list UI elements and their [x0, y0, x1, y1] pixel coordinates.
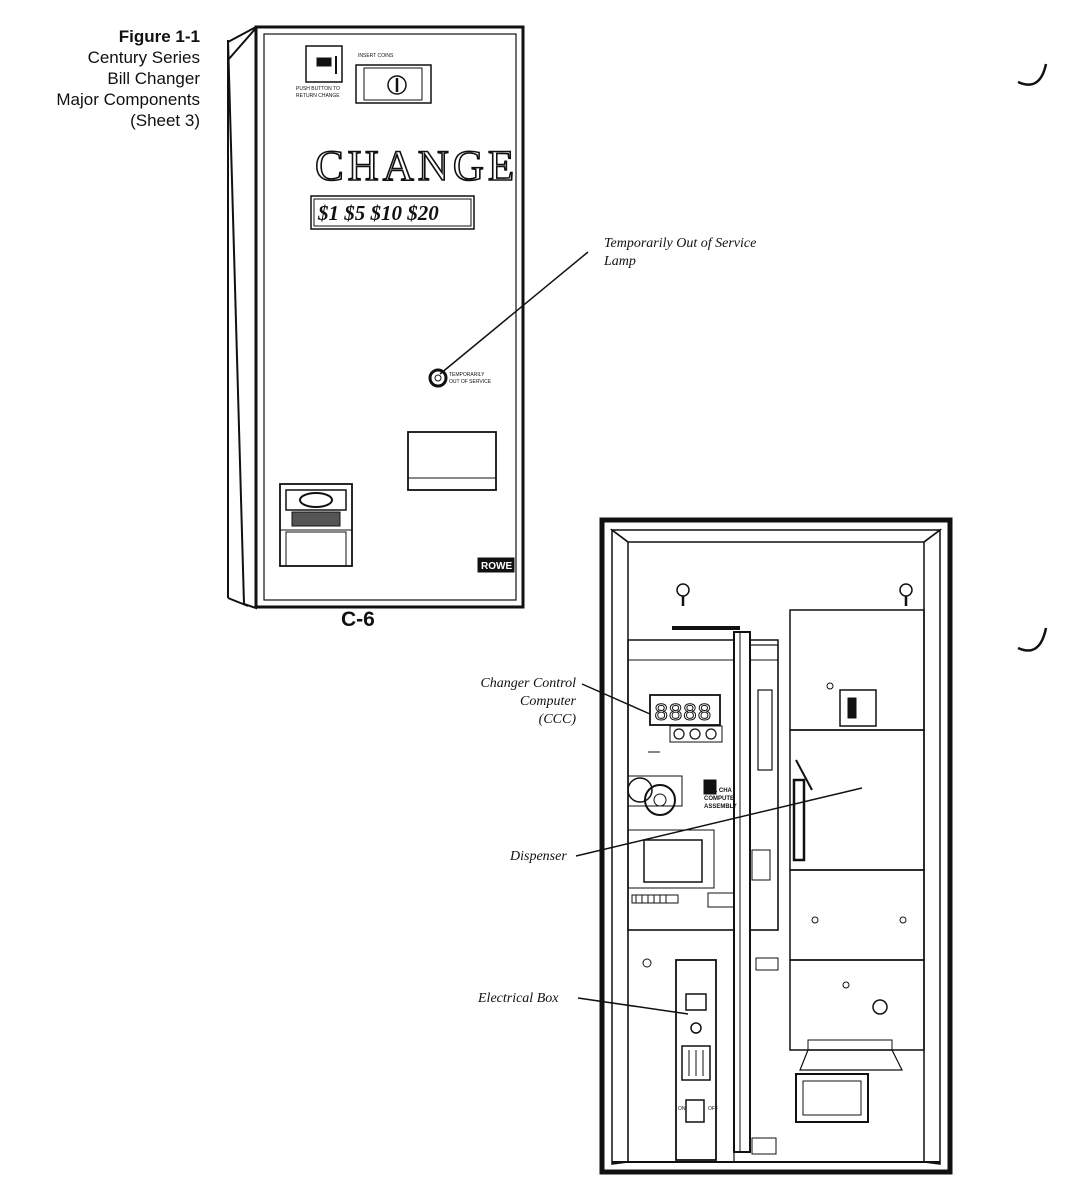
- figure-number: Figure 1-1: [118, 27, 200, 46]
- dispenser-leader: [575, 787, 863, 857]
- ccc-display-digits: 8888: [654, 701, 712, 728]
- push-button-label: RETURN CHANGE: [296, 93, 340, 99]
- figure-title-line: Major Components: [56, 90, 200, 109]
- insert-coins-label: INSERT COINS: [358, 53, 394, 59]
- lamp-label: OUT OF SERVICE: [449, 379, 492, 385]
- switch-on-label: ON: [678, 1106, 686, 1112]
- coin-slot: [355, 64, 432, 104]
- brand-plate: [477, 557, 515, 573]
- lamp-leader: [439, 251, 589, 375]
- figure-title-line: Bill Changer: [107, 69, 200, 88]
- board-label-line: BILL CHA: [704, 788, 733, 794]
- front-panel-labels: INSERT COINS PUSH BUTTON TO RETURN CHANG…: [296, 53, 492, 385]
- model-label: C-6: [341, 608, 375, 631]
- ccc-display: [649, 694, 721, 726]
- figure-caption: Figure 1-1 Century Series Bill Changer M…: [20, 26, 200, 131]
- interior-cabinet: 8888: [599, 517, 953, 1175]
- figure-title-line: (Sheet 3): [130, 111, 200, 130]
- callout-dispenser: Dispenser: [510, 849, 567, 864]
- coin-return-button: [305, 45, 343, 83]
- dispenser: [789, 609, 925, 1123]
- electrical-box: [627, 929, 779, 1163]
- out-of-service-lamp: [428, 368, 448, 388]
- door-hinge-bar: [733, 631, 751, 1153]
- callout-lamp: Temporarily Out of Service Lamp: [604, 235, 756, 271]
- board-labels: BILL CHA COMPUTE ASSEMBLY: [704, 788, 737, 810]
- callout-ccc-line: Computer: [520, 694, 576, 709]
- electrical-box-leader: [577, 997, 689, 1015]
- cabinet-frame: [599, 517, 953, 1175]
- push-button-label: PUSH BUTTON TO: [296, 86, 340, 92]
- bill-acceptor: [279, 483, 353, 567]
- lamp-label: TEMPORARILY: [449, 372, 485, 378]
- board-label-line: ASSEMBLY: [704, 804, 737, 810]
- callout-lamp-line: Lamp: [604, 254, 636, 269]
- denominations-label: $1 $5 $10 $20: [317, 201, 439, 225]
- callout-ccc: Changer Control Computer (CCC): [440, 675, 576, 729]
- callout-ccc-line: (CCC): [538, 712, 576, 727]
- change-cup: [407, 431, 497, 491]
- front-cabinet: CHANGE $1 $5 $10 $20 ROWE: [227, 25, 525, 610]
- callout-lamp-line: Temporarily Out of Service: [604, 236, 757, 251]
- switch-off-label: OFF: [708, 1106, 718, 1112]
- callout-electrical-box: Electrical Box: [478, 991, 559, 1006]
- change-sign: CHANGE: [315, 143, 518, 190]
- callout-ccc-line: Changer Control: [480, 676, 576, 691]
- ccc-leader: [581, 683, 651, 715]
- board-label-line: COMPUTE: [704, 796, 734, 802]
- binder-marks: [1017, 63, 1048, 652]
- figure-title-line: Century Series: [87, 48, 200, 67]
- brand-name: ROWE: [481, 561, 512, 572]
- leader-lines: [439, 251, 863, 1015]
